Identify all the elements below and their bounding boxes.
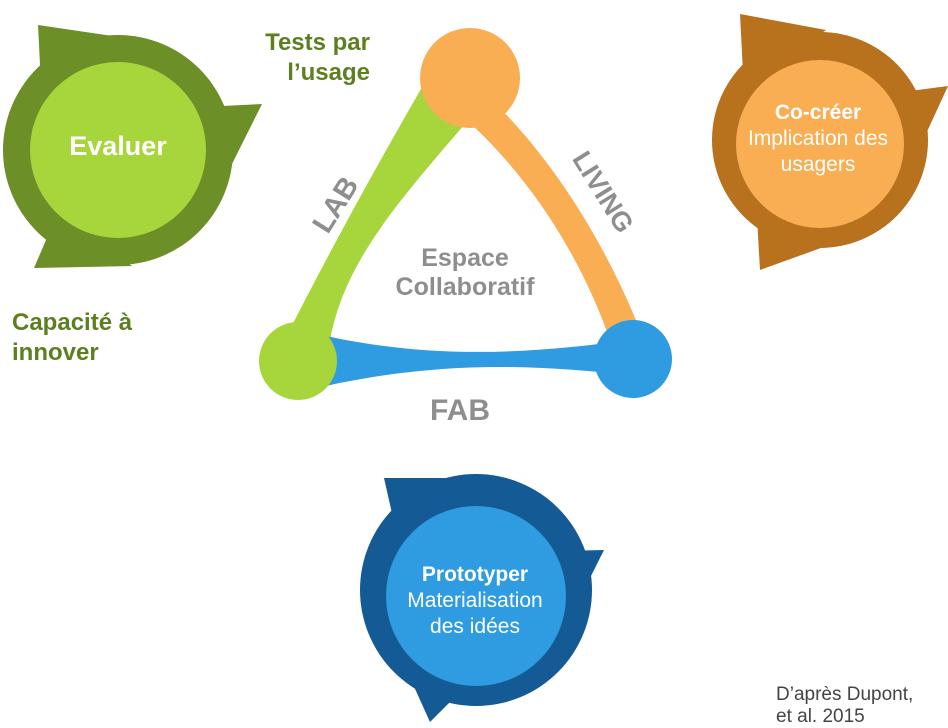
prototyper-label: Prototyper Materialisation des idées: [385, 562, 565, 640]
prototyper-title: Prototyper: [421, 563, 529, 586]
capacite-line1: Capacité à: [12, 309, 133, 336]
espace-collaboratif-label: Espace Collaboratif: [380, 244, 550, 302]
source-line2: et al. 2015: [776, 706, 865, 727]
cocreer-core: [736, 60, 904, 228]
prototyper-core: [386, 506, 566, 686]
prototyper-line1: Materialisation: [407, 589, 543, 612]
cocreer-cycle: [712, 14, 948, 270]
living-node-top: [420, 28, 520, 128]
capacite-line2: innover: [12, 339, 99, 366]
cocreer-arrowhead-top: [740, 14, 826, 92]
evaluer-arrowhead-bottom: [34, 212, 132, 268]
cocreer-title: Co-créer: [774, 101, 862, 124]
evaluer-cycle: [3, 25, 262, 268]
source-line1: D’après Dupont,: [776, 684, 914, 705]
triangle-network: [259, 28, 672, 400]
espace-line: Espace: [421, 244, 509, 272]
lab-edge: [282, 82, 470, 345]
cocreer-arrowhead-bottom: [756, 200, 832, 270]
evaluer-arrowhead-right: [182, 104, 262, 176]
fab-label: FAB: [430, 394, 490, 427]
tests-line2: l’usage: [287, 59, 370, 86]
capacite-innover-annotation: Capacité à innover: [12, 308, 182, 368]
prototyper-cycle: [360, 474, 604, 722]
fab-node-right: [594, 320, 672, 398]
prototyper-line2: des idées: [430, 615, 520, 638]
evaluer-core: [30, 62, 206, 238]
evaluer-label: Evaluer: [69, 131, 167, 161]
prototyper-arrowhead-top: [384, 478, 476, 540]
tests-par-usage-annotation: Tests par l’usage: [230, 28, 370, 88]
lab-node-left: [259, 322, 337, 400]
cocreer-line1: Implication des: [747, 127, 889, 150]
tests-line1: Tests par: [265, 29, 370, 56]
source-citation: D’après Dupont, et al. 2015: [776, 684, 948, 728]
cocreer-label: Co-créer Implication des usagers: [728, 100, 908, 178]
cocreer-line2: usagers: [780, 153, 856, 176]
living-edge: [455, 80, 640, 340]
fab-edge: [300, 330, 635, 392]
collaboratif-line: Collaboratif: [395, 273, 535, 301]
